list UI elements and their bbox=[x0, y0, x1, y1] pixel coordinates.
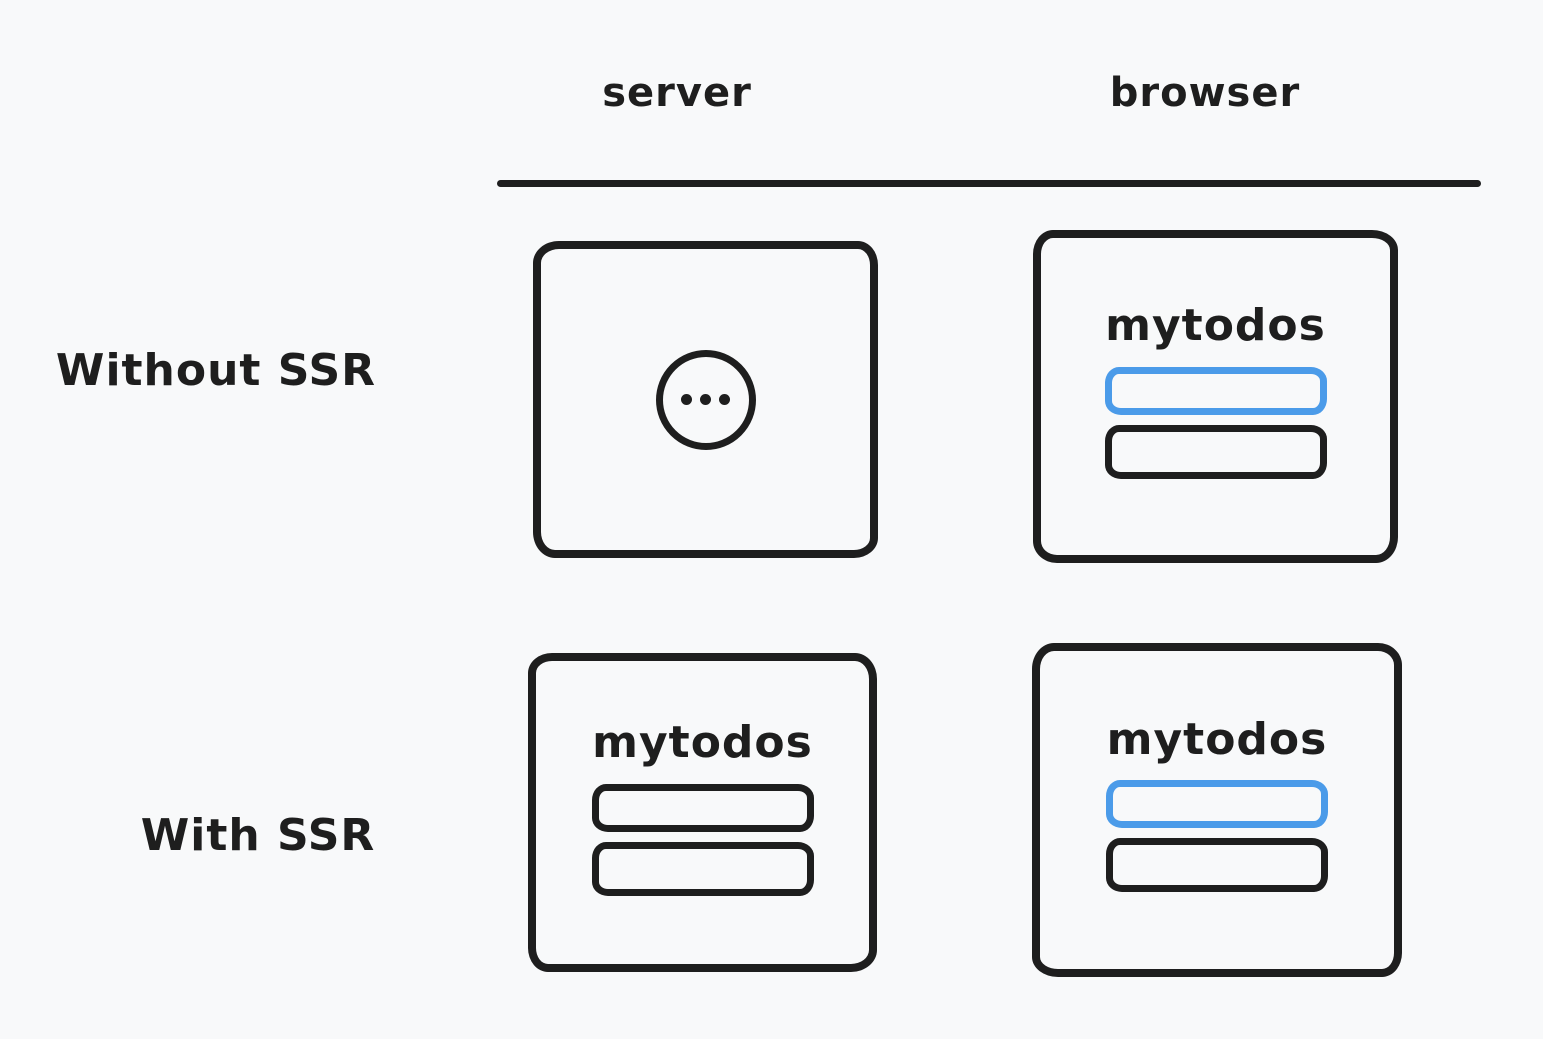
todo-item-highlighted bbox=[1104, 366, 1327, 415]
todo-item bbox=[591, 841, 814, 896]
row-label-with-ssr: With SSR bbox=[140, 810, 376, 861]
header-divider-line bbox=[497, 180, 1481, 187]
ellipsis-dot bbox=[700, 394, 711, 405]
column-header-browser: browser bbox=[1109, 70, 1301, 116]
todo-item-highlighted bbox=[1106, 780, 1328, 829]
todo-item bbox=[1104, 424, 1327, 479]
server-box-without-ssr bbox=[533, 241, 878, 558]
app-title: mytodos bbox=[1106, 713, 1328, 765]
todo-item bbox=[1106, 838, 1328, 893]
browser-box-without-ssr: mytodos bbox=[1033, 230, 1398, 563]
row-label-without-ssr: Without SSR bbox=[55, 345, 377, 396]
ellipsis-dot bbox=[719, 394, 730, 405]
ellipsis-loading-icon bbox=[655, 349, 756, 450]
ellipsis-dot bbox=[681, 394, 692, 405]
browser-box-with-ssr: mytodos bbox=[1032, 643, 1402, 977]
app-title: mytodos bbox=[592, 717, 813, 769]
server-box-with-ssr: mytodos bbox=[528, 653, 877, 972]
app-title: mytodos bbox=[1105, 300, 1326, 352]
column-header-server: server bbox=[602, 70, 752, 116]
todo-item bbox=[591, 783, 814, 832]
